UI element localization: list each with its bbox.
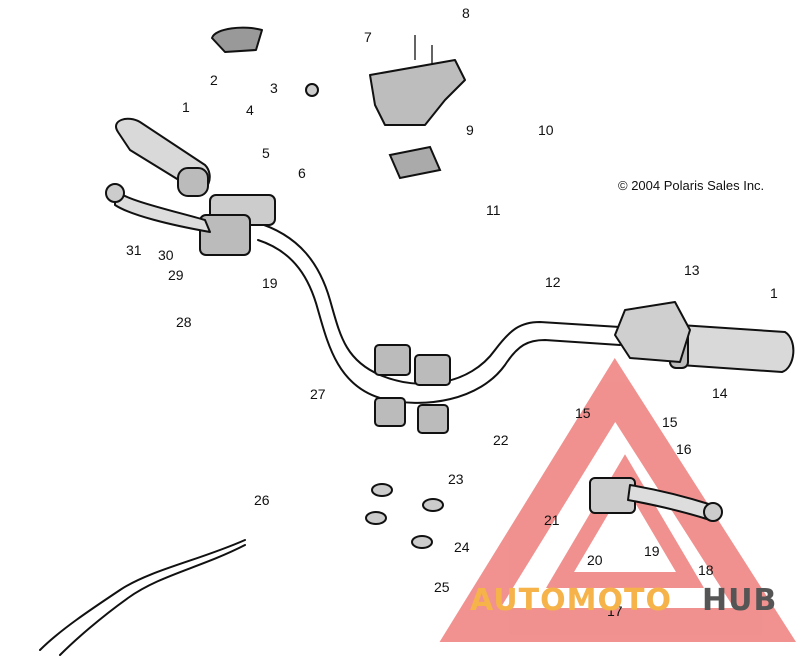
callout-9: 10 xyxy=(538,122,554,138)
callout-23: 22 xyxy=(493,432,509,448)
handlebar-clamps xyxy=(374,344,451,434)
callout-16: 15 xyxy=(662,414,678,430)
watermark-word-b: HUB xyxy=(702,583,777,618)
callout-15: 15 xyxy=(575,405,591,421)
callout-30: 29 xyxy=(168,267,184,283)
callout-6: 7 xyxy=(364,29,372,45)
callout-26: 25 xyxy=(434,579,450,595)
callout-8: 9 xyxy=(466,122,474,138)
callout-28: 27 xyxy=(310,386,326,402)
plate xyxy=(388,145,442,180)
switch-housing xyxy=(369,59,466,126)
callout-33: 19 xyxy=(262,275,278,291)
watermark-text: AUTOMOTO HUB xyxy=(470,583,777,618)
left-grip xyxy=(115,117,211,197)
callout-25: 24 xyxy=(454,539,470,555)
throttle-cable xyxy=(39,539,246,656)
throttle-housing xyxy=(614,301,691,363)
callout-11: 12 xyxy=(545,274,561,290)
washers xyxy=(365,483,444,549)
callout-18: 17 xyxy=(607,603,623,619)
callout-31: 30 xyxy=(158,247,174,263)
callout-0: 1 xyxy=(182,99,190,115)
callout-17: 16 xyxy=(676,441,692,457)
watermark-word-a: AUTOMOTO xyxy=(470,583,672,618)
callout-14: 14 xyxy=(712,385,728,401)
small-parts xyxy=(211,26,433,97)
callout-27: 26 xyxy=(254,492,270,508)
callout-22: 21 xyxy=(544,512,560,528)
callout-19: 18 xyxy=(698,562,714,578)
callout-20: 19 xyxy=(644,543,660,559)
callout-7: 8 xyxy=(462,5,470,21)
callout-29: 28 xyxy=(176,314,192,330)
callout-2: 3 xyxy=(270,80,278,96)
callout-1: 2 xyxy=(210,72,218,88)
callout-21: 20 xyxy=(587,552,603,568)
callout-12: 13 xyxy=(684,262,700,278)
callout-13: 1 xyxy=(770,285,778,301)
callout-24: 23 xyxy=(448,471,464,487)
callout-32: 31 xyxy=(126,242,142,258)
copyright-notice: © 2004 Polaris Sales Inc. xyxy=(618,178,764,193)
right-brake-lever xyxy=(589,477,723,522)
callout-3: 4 xyxy=(246,102,254,118)
callout-4: 5 xyxy=(262,145,270,161)
left-brake-assembly xyxy=(105,183,276,256)
callout-5: 6 xyxy=(298,165,306,181)
callout-10: 11 xyxy=(486,202,501,218)
